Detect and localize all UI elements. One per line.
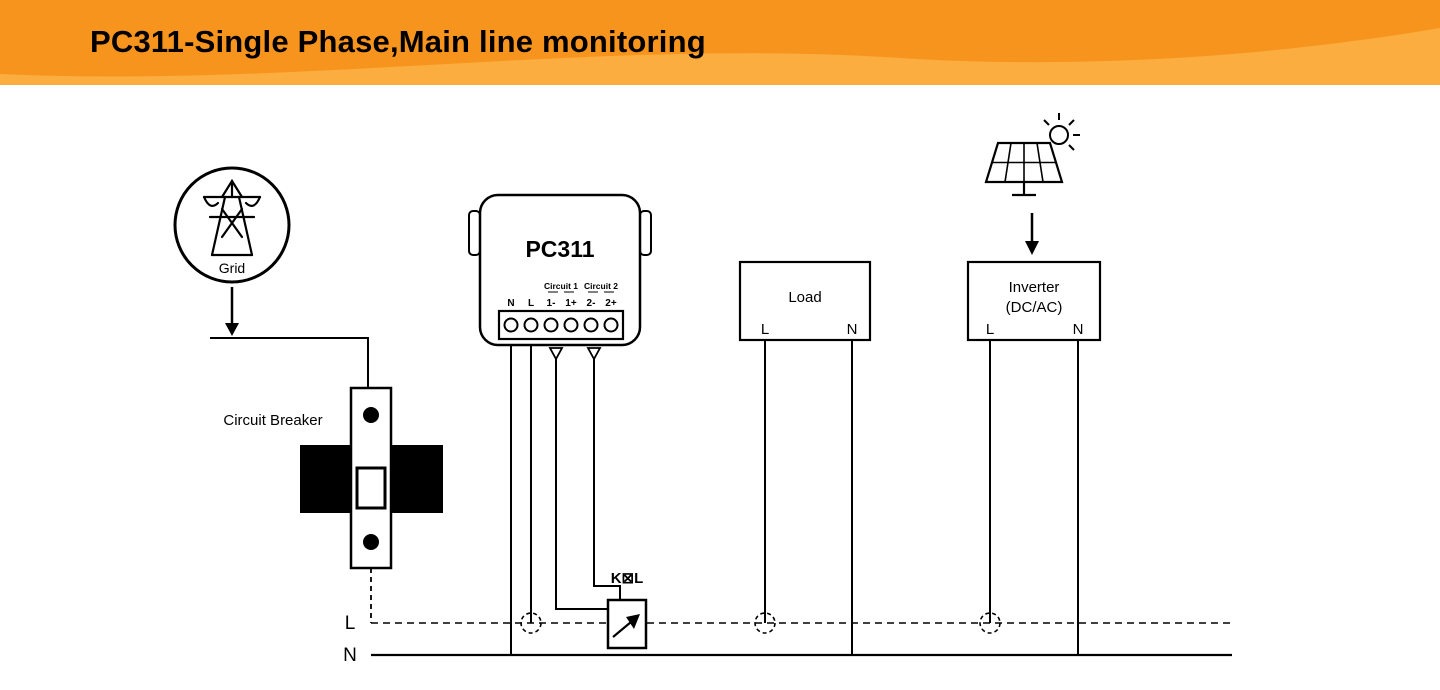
- grid-symbol: Grid: [173, 166, 291, 284]
- page-header: PC311-Single Phase,Main line monitoring: [0, 0, 1440, 85]
- junction-circle: [754, 612, 776, 634]
- device-body: [478, 193, 642, 347]
- terminal-label-2minus: 2-: [587, 298, 596, 309]
- circuit-breaker-symbol: [300, 386, 443, 623]
- terminal-hole: [603, 317, 619, 333]
- breaker-terminal-dot: [363, 407, 379, 423]
- terminal-hole: [563, 317, 579, 333]
- terminal-hole: [543, 317, 559, 333]
- junction-circle: [979, 612, 1001, 634]
- inverter-sublabel: (DC/AC): [1006, 299, 1063, 316]
- junction-circle: [520, 612, 542, 634]
- neutral-rail-label: N: [343, 645, 357, 666]
- solar-panel-icon: [984, 113, 1080, 197]
- header-swoosh-decoration: [0, 28, 1440, 85]
- terminal-label-1plus: 1+: [565, 298, 577, 309]
- terminal-hole: [583, 317, 599, 333]
- inverter-terminal-l: L: [986, 321, 994, 338]
- circuit2-label: Circuit 2: [584, 281, 618, 291]
- inverter-box: Inverter (DC/AC) L N: [966, 260, 1102, 342]
- circuit-breaker-label: Circuit Breaker: [223, 412, 322, 429]
- terminal-label-n: N: [507, 298, 514, 309]
- ct-label: K⊠L: [611, 570, 644, 587]
- ct-wire-b: [593, 359, 621, 600]
- connector-triangle-icon: [586, 347, 602, 361]
- live-rail-label: L: [345, 613, 356, 634]
- ct-symbol: [606, 598, 648, 650]
- terminal-hole: [503, 317, 519, 333]
- load-box: Load L N: [738, 260, 872, 342]
- down-arrow-icon: [225, 287, 239, 336]
- inverter-terminal-n: N: [1073, 321, 1084, 338]
- device-name: PC311: [525, 236, 594, 262]
- terminal-hole: [523, 317, 539, 333]
- load-terminal-l: L: [761, 321, 769, 338]
- terminal-label-1minus: 1-: [547, 298, 556, 309]
- circuit1-label: Circuit 1: [544, 281, 578, 291]
- breaker-terminal-dot: [363, 534, 379, 550]
- down-arrow-icon: [1025, 213, 1039, 255]
- wiring-diagram: L N Grid Circuit Breaker: [173, 113, 1232, 666]
- grid-feed-wire: [210, 337, 369, 388]
- connector-triangle-icon: [548, 347, 564, 361]
- terminal-label-2plus: 2+: [605, 298, 617, 309]
- load-label: Load: [788, 289, 821, 306]
- ct-wire-a: [555, 359, 608, 610]
- transmission-tower-icon: [202, 178, 262, 257]
- mounting-ear: [639, 210, 652, 256]
- page-title: PC311-Single Phase,Main line monitoring: [90, 24, 706, 59]
- pc311-device: PC311 Circuit 1 Circuit 2 N L 1- 1+ 2- 2…: [468, 193, 652, 361]
- inverter-label: Inverter: [1009, 279, 1060, 296]
- grid-label: Grid: [219, 260, 245, 276]
- terminal-label-l: L: [528, 298, 534, 309]
- load-terminal-n: N: [847, 321, 858, 338]
- ct-arrow-icon: [612, 614, 640, 638]
- terminal-block: [497, 309, 625, 341]
- mounting-ear: [468, 210, 481, 256]
- sun-icon: [1043, 113, 1080, 151]
- breaker-toggle: [355, 466, 387, 510]
